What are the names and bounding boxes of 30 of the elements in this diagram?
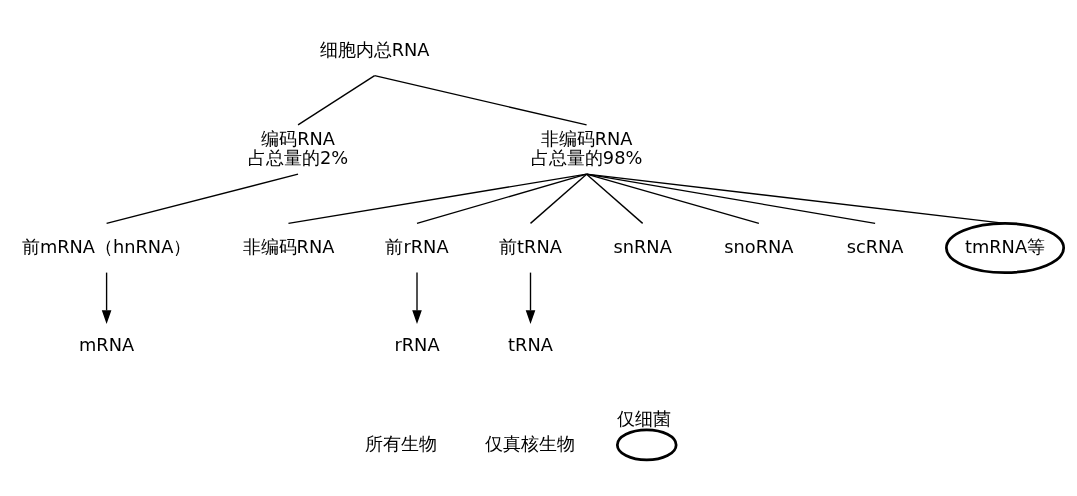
connector	[585, 173, 644, 225]
connector	[373, 75, 588, 126]
node-text: 前rRNA	[385, 236, 449, 257]
node-text: 前mRNA（hnRNA）	[21, 236, 192, 257]
legend-label: 仅细菌	[617, 408, 672, 429]
legend-label: 所有生物	[364, 433, 437, 454]
connector	[585, 173, 760, 225]
legend-label: 仅真核生物	[485, 433, 576, 454]
connector	[416, 173, 588, 225]
arrow	[101, 271, 112, 324]
connector	[105, 173, 299, 225]
node-text: 前tRNA	[499, 236, 562, 257]
node-text: rRNA	[394, 335, 440, 356]
node-text: 非编码RNA 占总量的98%	[530, 128, 643, 168]
connector	[287, 173, 588, 225]
node-ellipse: tmRNA等	[945, 222, 1066, 274]
connector	[529, 173, 588, 225]
node-text: snoRNA	[724, 236, 794, 257]
node-text: tRNA	[508, 335, 553, 356]
node-text: mRNA	[79, 335, 135, 356]
arrow	[525, 271, 536, 324]
node-text: 非编码RNA	[242, 236, 335, 257]
node-text: 编码RNA 占总量的2%	[247, 128, 349, 168]
node-text: scRNA	[846, 236, 904, 257]
connector	[585, 173, 1006, 225]
connector	[297, 75, 376, 126]
node-text: snRNA	[613, 236, 672, 257]
connector	[585, 173, 876, 225]
node-text: 细胞内总RNA	[319, 39, 430, 60]
arrow	[412, 271, 422, 324]
